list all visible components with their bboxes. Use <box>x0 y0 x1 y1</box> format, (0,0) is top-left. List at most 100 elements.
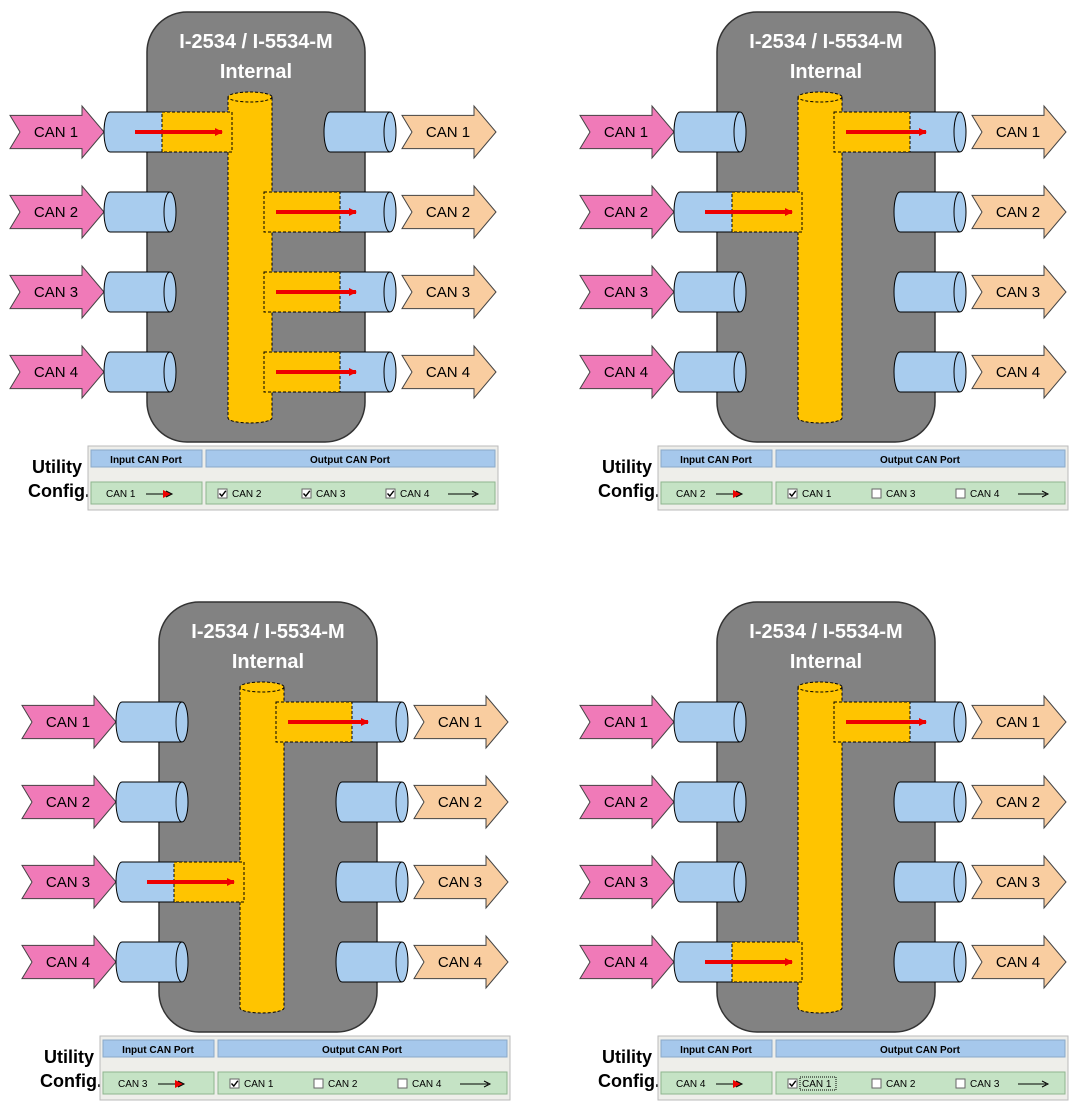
internal-bus <box>239 681 285 1014</box>
output-checkbox-label-2: CAN 3 <box>886 489 916 500</box>
output-checkbox-3[interactable] <box>955 488 966 499</box>
output-port-field[interactable] <box>775 481 1066 505</box>
input-port-header-label: Input CAN Port <box>122 1045 194 1056</box>
output-port-header-label: Output CAN Port <box>310 455 391 466</box>
output-arrow-can1: CAN 1 <box>401 104 497 160</box>
output-arrow-can3: CAN 3 <box>401 264 497 320</box>
output-arrow-can3-label: CAN 3 <box>996 874 1040 891</box>
output-port-header <box>205 449 496 468</box>
output-arrow-can2-label: CAN 2 <box>438 794 482 811</box>
check-mark-icon <box>386 490 395 498</box>
output-checkbox-2[interactable] <box>871 488 882 499</box>
input-arrow-can3-label: CAN 3 <box>46 874 90 891</box>
utility-label: Utility <box>44 1047 94 1067</box>
arrow-right-icon <box>735 490 744 498</box>
input-port-field[interactable] <box>660 1071 773 1095</box>
input-port-header <box>660 1039 773 1058</box>
output-arrow-can1: CAN 1 <box>971 104 1067 160</box>
output-checkbox-1[interactable] <box>229 1078 240 1089</box>
input-connector-can2 <box>673 781 747 823</box>
input-arrow-can2-label: CAN 2 <box>46 794 90 811</box>
input-port-field[interactable] <box>660 481 773 505</box>
output-checkbox-3[interactable] <box>385 488 396 499</box>
output-checkbox-label-1: CAN 2 <box>232 489 262 500</box>
internal-bus <box>797 91 843 424</box>
input-arrow-can3-label: CAN 3 <box>34 284 78 301</box>
output-connector-can3 <box>893 271 967 313</box>
output-checkbox-label-1: CAN 1 <box>802 489 832 500</box>
output-checkbox-3[interactable] <box>955 1078 966 1089</box>
output-port-header-label: Output CAN Port <box>322 1045 403 1056</box>
input-connector-can1 <box>115 701 189 743</box>
config-label: Config. <box>598 1071 660 1091</box>
input-port-header-label: Input CAN Port <box>110 455 182 466</box>
utility-label: Utility <box>32 457 82 477</box>
config-label: Config. <box>28 481 90 501</box>
input-arrow-can3: CAN 3 <box>579 854 675 910</box>
device-subtitle: Internal <box>232 651 304 673</box>
output-port-header <box>775 1039 1066 1058</box>
output-checkbox-2[interactable] <box>301 488 312 499</box>
input-port-header <box>660 449 773 468</box>
device-subtitle: Internal <box>790 651 862 673</box>
output-checkbox-label-3: CAN 3 <box>970 1079 1000 1090</box>
input-port-header-label: Input CAN Port <box>680 1045 752 1056</box>
input-port-value: CAN 3 <box>118 1079 148 1090</box>
output-arrow-can4: CAN 4 <box>971 344 1067 400</box>
input-arrow-can4-label: CAN 4 <box>604 954 648 971</box>
utility-label: Utility <box>602 457 652 477</box>
output-arrow-can1: CAN 1 <box>971 694 1067 750</box>
output-checkbox-label-1: CAN 1 <box>802 1079 832 1090</box>
input-connector-can3 <box>673 861 747 903</box>
input-connector-can2 <box>103 191 177 233</box>
check-mark-icon <box>218 490 227 498</box>
output-checkbox-2[interactable] <box>871 1078 882 1089</box>
arrow-right-icon <box>1041 490 1050 498</box>
output-arrow-can3-label: CAN 3 <box>438 874 482 891</box>
input-arrow-can2-label: CAN 2 <box>34 204 78 221</box>
output-checkbox-label-1: CAN 1 <box>244 1079 274 1090</box>
output-checkbox-label-3: CAN 4 <box>412 1079 442 1090</box>
input-arrow-can1: CAN 1 <box>9 104 105 160</box>
output-port-field[interactable] <box>217 1071 508 1095</box>
output-connector-can4 <box>335 941 409 983</box>
output-checkbox-2[interactable] <box>313 1078 324 1089</box>
output-connector-can2 <box>893 781 967 823</box>
output-arrow-can1: CAN 1 <box>413 694 509 750</box>
input-port-value: CAN 1 <box>106 489 136 500</box>
output-arrow-can2-label: CAN 2 <box>996 204 1040 221</box>
output-port-header <box>217 1039 508 1058</box>
output-checkbox-label-2: CAN 2 <box>328 1079 358 1090</box>
input-port-header <box>102 1039 215 1058</box>
output-checkbox-1[interactable] <box>787 1078 798 1089</box>
input-arrow-can1: CAN 1 <box>579 694 675 750</box>
output-connector-can4 <box>893 351 967 393</box>
output-arrow-can4: CAN 4 <box>971 934 1067 990</box>
input-port-field[interactable] <box>90 481 203 505</box>
output-arrow-can1-label: CAN 1 <box>438 714 482 731</box>
input-arrow-can4-label: CAN 4 <box>34 364 78 381</box>
device-title: I-2534 / I-5534-M <box>749 621 902 643</box>
output-connector-can2 <box>893 191 967 233</box>
output-arrow-can3-label: CAN 3 <box>996 284 1040 301</box>
input-port-field[interactable] <box>102 1071 215 1095</box>
output-checkbox-label-3: CAN 4 <box>400 489 430 500</box>
input-arrow-can1: CAN 1 <box>579 104 675 160</box>
output-checkbox-1[interactable] <box>787 488 798 499</box>
input-arrow-can2: CAN 2 <box>579 184 675 240</box>
focus-ring <box>799 1076 837 1091</box>
output-port-field[interactable] <box>205 481 496 505</box>
output-checkbox-1[interactable] <box>217 488 228 499</box>
input-port-header <box>90 449 203 468</box>
arrow-right-icon <box>735 1080 744 1088</box>
output-port-field[interactable] <box>775 1071 1066 1095</box>
output-arrow-can1-label: CAN 1 <box>996 714 1040 731</box>
check-mark-icon <box>230 1080 239 1088</box>
output-arrow-can1-label: CAN 1 <box>426 124 470 141</box>
output-checkbox-3[interactable] <box>397 1078 408 1089</box>
